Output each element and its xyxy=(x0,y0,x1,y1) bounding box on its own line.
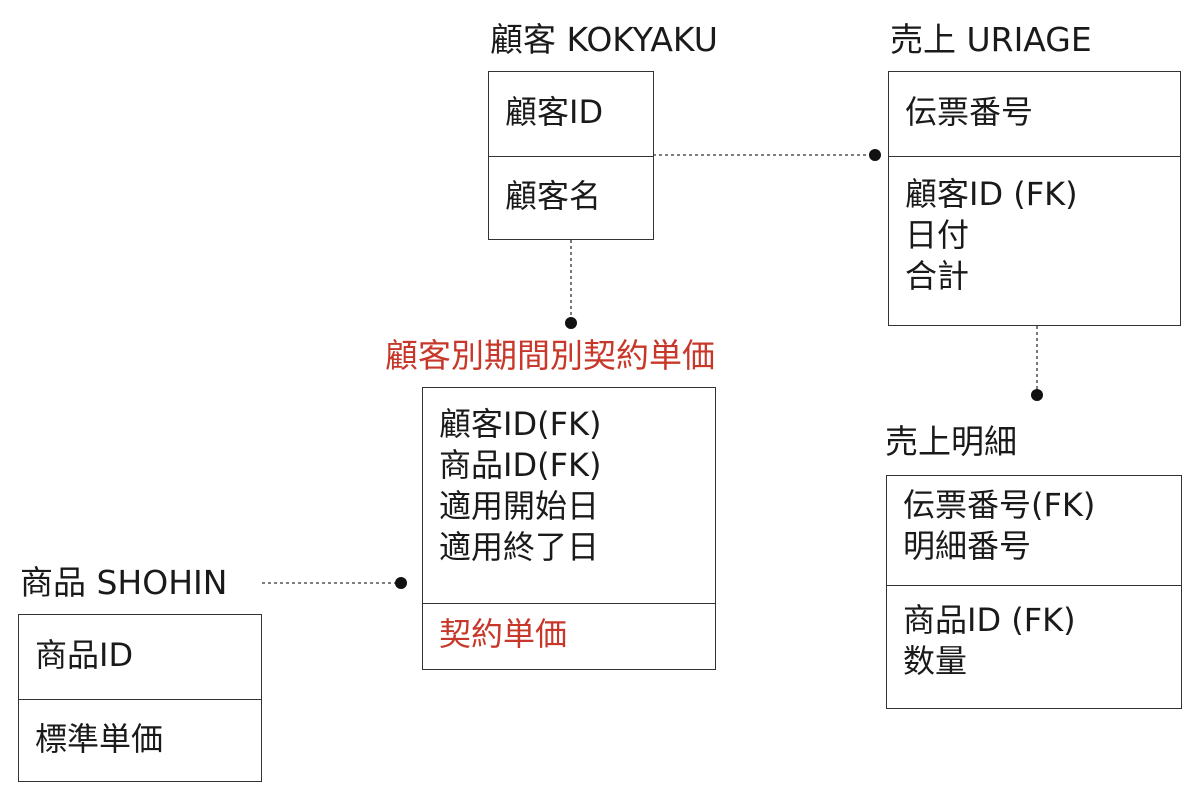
uriage-meisai-entity: 伝票番号(FK) 明細番号 商品ID (FK) 数量 xyxy=(886,475,1182,709)
uriage-title: 売上 URIAGE xyxy=(890,20,1092,59)
keiyaku-key-section: 顧客ID(FK) 商品ID(FK) 適用開始日 適用終了日 xyxy=(423,388,715,603)
kokyaku-title: 顧客 KOKYAKU xyxy=(490,20,718,59)
keiyaku-entity: 顧客ID(FK) 商品ID(FK) 適用開始日 適用終了日 契約単価 xyxy=(422,387,716,670)
keiyaku-key-attr: 適用開始日 xyxy=(439,487,600,525)
keiyaku-key-attr: 適用終了日 xyxy=(439,528,600,566)
uriage-attr-section: 顧客ID (FK) 日付 合計 xyxy=(889,156,1180,325)
keiyaku-title: 顧客別期間別契約単価 xyxy=(385,336,715,375)
kokyaku-key-section: 顧客ID xyxy=(489,72,653,156)
relationship-kokyaku-uriage xyxy=(653,149,881,161)
uriage-meisai-key-attr: 伝票番号(FK) xyxy=(903,486,1096,524)
uriage-attr: 顧客ID (FK) xyxy=(905,175,1078,213)
uriage-entity: 伝票番号 顧客ID (FK) 日付 合計 xyxy=(888,71,1181,326)
shohin-attr: 標準単価 xyxy=(35,720,164,758)
uriage-meisai-attr: 商品ID (FK) xyxy=(903,601,1076,639)
relationship-uriage-meisai xyxy=(1031,326,1043,401)
keiyaku-attr: 契約単価 xyxy=(439,615,568,653)
shohin-entity: 商品ID 標準単価 xyxy=(18,614,262,782)
kokyaku-attr-section: 顧客名 xyxy=(489,156,653,239)
uriage-meisai-attr-section: 商品ID (FK) 数量 xyxy=(887,585,1181,708)
uriage-meisai-key-attr: 明細番号 xyxy=(903,527,1032,565)
shohin-key-section: 商品ID xyxy=(19,615,261,699)
keiyaku-attr-section: 契約単価 xyxy=(423,603,715,669)
uriage-attr: 日付 xyxy=(905,216,970,254)
uriage-meisai-title: 売上明細 xyxy=(885,422,1017,461)
uriage-key-attr: 伝票番号 xyxy=(905,93,1034,131)
uriage-key-section: 伝票番号 xyxy=(889,72,1180,156)
relationship-shohin-keiyaku xyxy=(262,577,407,589)
shohin-attr-section: 標準単価 xyxy=(19,699,261,781)
uriage-attr: 合計 xyxy=(905,257,970,295)
keiyaku-key-attr: 商品ID(FK) xyxy=(439,446,602,484)
shohin-title: 商品 SHOHIN xyxy=(20,563,228,602)
kokyaku-entity: 顧客ID 顧客名 xyxy=(488,71,654,240)
kokyaku-key-attr: 顧客ID xyxy=(505,93,604,131)
relationship-kokyaku-keiyaku xyxy=(565,240,577,329)
uriage-meisai-key-section: 伝票番号(FK) 明細番号 xyxy=(887,476,1181,585)
kokyaku-attr: 顧客名 xyxy=(505,177,602,215)
keiyaku-key-attr: 顧客ID(FK) xyxy=(439,405,602,443)
uriage-meisai-attr: 数量 xyxy=(903,642,968,680)
shohin-key-attr: 商品ID xyxy=(35,636,134,674)
